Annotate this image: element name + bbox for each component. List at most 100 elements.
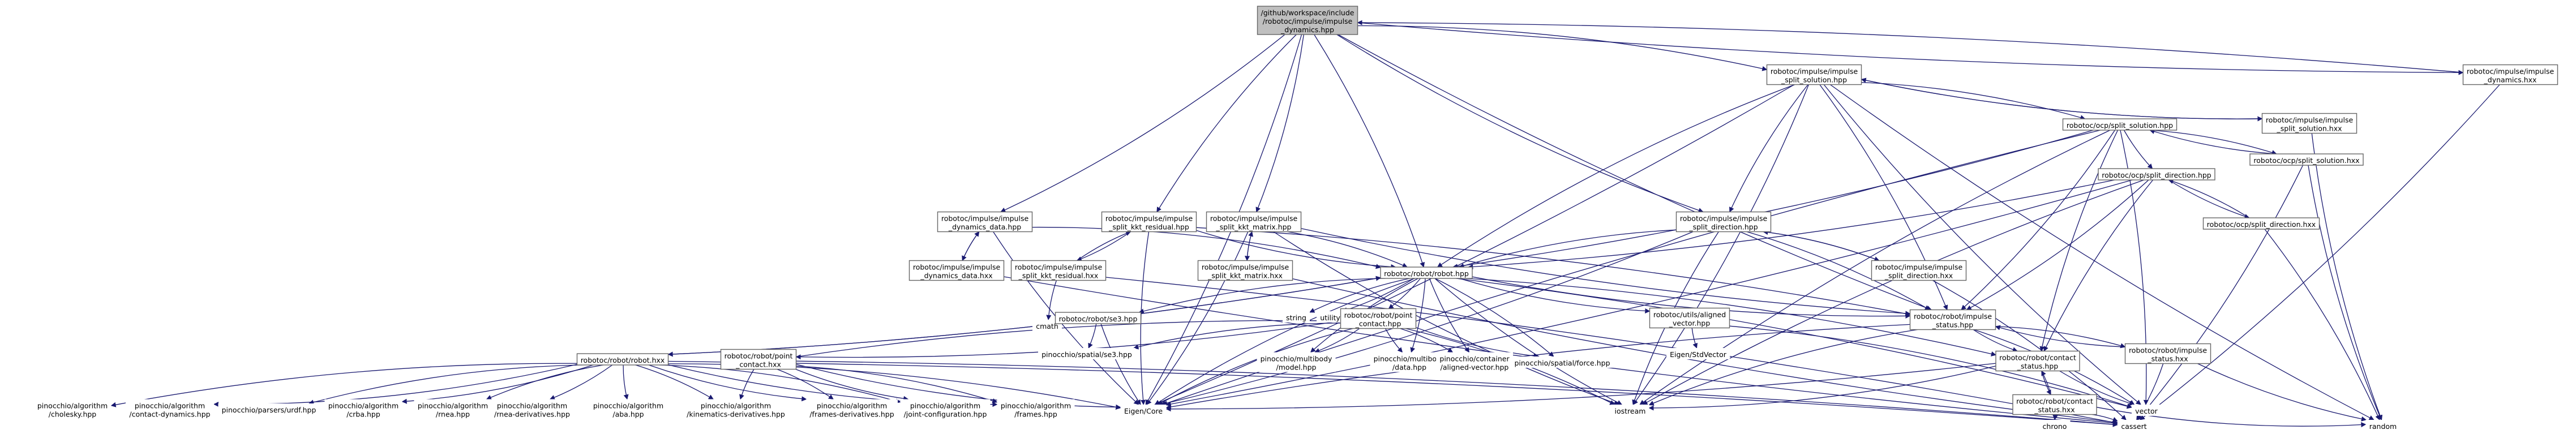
- edge-impulse-status-to-impulse-status-hxx: [1995, 326, 2126, 349]
- edge-impulse-status-to-eigen-core: [1165, 324, 1910, 410]
- edge-robot-hxx-to-rnea: [486, 364, 604, 400]
- node-box: [491, 399, 573, 419]
- node-label: robotoc/ocp/split_solution.hpp: [2067, 121, 2173, 130]
- edge-robot-to-contact-status: [1465, 278, 1996, 356]
- edge-ocp-split-solution-to-ocp-split-solution-hxx: [2150, 130, 2277, 155]
- node-kinematics-deriv: pinocchio/algorithm/kinematics-derivativ…: [683, 399, 788, 419]
- node-box: [1283, 311, 1310, 323]
- node-label: /github/workspace/include: [1261, 8, 1355, 17]
- node-label: cassert: [2121, 422, 2146, 431]
- edge-ocp-split-solution-hxx-to-random: [2308, 165, 2382, 420]
- node-box: [1038, 348, 1135, 359]
- node-label: pinocchio/algorithm: [37, 402, 108, 410]
- edge-impulse-status-hxx-to-impulse-status: [1995, 325, 2125, 347]
- edge-point-contact-hxx-to-cassert: [796, 360, 2118, 427]
- node-label: pinocchio/algorithm: [328, 402, 398, 410]
- node-box: [908, 260, 1005, 281]
- edge-robot-to-iostream: [1434, 278, 1623, 405]
- node-box: [900, 399, 991, 419]
- node-impulse-status-hxx[interactable]: robotoc/robot/impulse_status.hxx: [2124, 343, 2211, 364]
- node-dynamics-data-hxx[interactable]: robotoc/impulse/impulse_dynamics_data.hx…: [908, 260, 1005, 281]
- node-box: [1380, 267, 1473, 279]
- node-label: iostream: [1615, 407, 1646, 415]
- node-dynamics-data[interactable]: robotoc/impulse/impulse_dynamics_data.hp…: [937, 211, 1033, 233]
- edge-point-contact-hxx-to-point-contact: [796, 318, 1341, 358]
- node-box: [683, 399, 788, 419]
- node-ocp-split-solution[interactable]: robotoc/ocp/split_solution.hpp: [2062, 118, 2178, 131]
- edge-robot-hxx-to-joint-config: [659, 364, 901, 403]
- node-dynamics-hxx[interactable]: robotoc/impulse/impulse_dynamics.hxx: [2462, 64, 2558, 85]
- node-root[interactable]: /github/workspace/include/robotoc/impuls…: [1257, 6, 1358, 35]
- node-rnea-deriv: pinocchio/algorithm/rnea-derivatives.hpp: [491, 399, 573, 419]
- node-label: _split_kkt_matrix.hpp: [1216, 223, 1292, 231]
- node-impulse-status[interactable]: robotoc/robot/impulse_status.hpp: [1909, 309, 1996, 330]
- node-kkt-matrix[interactable]: robotoc/impulse/impulse_split_kkt_matrix…: [1206, 211, 1302, 233]
- node-label: /rnea.hpp: [436, 410, 470, 419]
- edge-root-to-split-solution: [1357, 25, 1768, 71]
- node-ocp-split-direction[interactable]: robotoc/ocp/split_direction.hpp: [2098, 168, 2215, 181]
- node-kkt-residual[interactable]: robotoc/impulse/impulse_split_kkt_residu…: [1101, 211, 1197, 233]
- edge-robot-hxx-to-rnea-deriv: [549, 364, 613, 400]
- node-label: pinocchio/multibody: [1374, 355, 1446, 363]
- node-se3[interactable]: robotoc/robot/se3.hpp: [1055, 312, 1142, 324]
- node-ocp-split-direction-hxx[interactable]: robotoc/ocp/split_direction.hxx: [2202, 217, 2320, 230]
- edge-split-solution-to-eigen-core: [1154, 84, 1795, 405]
- node-label: robotoc/utils/aligned: [1653, 311, 1726, 319]
- node-label: _split_kkt_residual.hpp: [1108, 223, 1189, 231]
- node-split-solution-hxx[interactable]: robotoc/impulse/impulse_split_solution.h…: [2261, 113, 2358, 134]
- node-label: pinocchio/algorithm: [497, 402, 567, 410]
- node-box: [576, 353, 669, 366]
- edge-robot-hxx-to-frames-deriv: [648, 364, 807, 402]
- node-contact-status[interactable]: robotoc/robot/contact_status.hpp: [1995, 350, 2080, 372]
- edge-split-solution-to-split-direction: [1729, 84, 1808, 213]
- edge-split-solution-to-robot: [1437, 84, 1795, 268]
- node-point-contact[interactable]: robotoc/robot/point_contact.hpp: [1340, 308, 1417, 329]
- node-label: _status.hxx: [2147, 355, 2188, 363]
- node-box: [1666, 348, 1730, 359]
- node-label: _dynamics.hpp: [1280, 25, 1334, 34]
- node-label: robotoc/impulse/impulse: [941, 214, 1029, 223]
- edge-root-to-kkt-matrix: [1255, 34, 1304, 213]
- edge-split-direction-to-robot: [1459, 229, 1677, 269]
- node-kkt-residual-hxx[interactable]: robotoc/impulse/impulse_split_kkt_residu…: [1010, 260, 1107, 281]
- node-aligned-vector[interactable]: robotoc/utils/aligned_vector.hpp: [1649, 307, 1730, 329]
- edge-robot-hxx-to-cassert: [668, 360, 2118, 427]
- edge-split-direction-hxx-to-split-direction: [1763, 230, 1880, 261]
- node-label: /aligned-vector.hpp: [1441, 363, 1509, 372]
- node-box: [2098, 168, 2215, 181]
- node-robot[interactable]: robotoc/robot/robot.hpp: [1380, 267, 1473, 279]
- node-frames-deriv: pinocchio/algorithm/frames-derivatives.h…: [806, 399, 898, 419]
- node-ocp-split-solution-hxx[interactable]: robotoc/ocp/split_solution.hxx: [2249, 153, 2364, 166]
- node-label: /frames.hpp: [1014, 410, 1057, 419]
- node-box: [1370, 352, 1449, 372]
- node-box: [1995, 350, 2080, 372]
- node-contact-dynamics: pinocchio/algorithm/contact-dynamics.hpp: [126, 399, 214, 419]
- edge-robot-to-string: [1309, 278, 1410, 313]
- node-kkt-matrix-hxx[interactable]: robotoc/impulse/impulse_split_kkt_matrix…: [1197, 260, 1293, 281]
- node-label: utility: [1320, 313, 1340, 322]
- edge-point-contact-to-multibody-data: [1385, 328, 1403, 353]
- node-box: [1010, 260, 1107, 281]
- node-label: /data.hpp: [1392, 363, 1426, 372]
- node-split-direction[interactable]: robotoc/impulse/impulse_split_direction.…: [1675, 211, 1772, 233]
- node-label: robotoc/robot/se3.hpp: [1059, 315, 1138, 323]
- edge-ocp-split-solution-hxx-to-ocp-split-solution: [2149, 129, 2277, 154]
- node-box: [33, 399, 112, 419]
- node-label: pinocchio/algorithm: [1001, 402, 1071, 410]
- node-label: robotoc/ocp/split_direction.hpp: [2102, 171, 2211, 179]
- edge-robot-hxx-to-robot: [668, 276, 1381, 355]
- edge-split-solution-hxx-to-split-solution: [1861, 78, 2262, 119]
- node-point-contact-hxx[interactable]: robotoc/robot/point_contact.hxx: [720, 349, 797, 370]
- node-box: [218, 403, 320, 415]
- node-split-direction-hxx[interactable]: robotoc/impulse/impulse_split_direction.…: [1871, 260, 1967, 281]
- node-contact-status-hxx[interactable]: robotoc/robot/contact_status.hxx: [2012, 394, 2097, 415]
- node-robot-hxx[interactable]: robotoc/robot/robot.hxx: [576, 353, 669, 366]
- edge-split-solution-hxx-to-random: [2311, 133, 2382, 420]
- node-aligned-vector-pin: pinocchio/container/aligned-vector.hpp: [1436, 352, 1513, 372]
- edge-contact-status-to-iostream: [1648, 366, 1996, 411]
- node-label: pinocchio/algorithm: [910, 402, 980, 410]
- node-box: [1257, 352, 1336, 372]
- node-label: /frames-derivatives.hpp: [809, 410, 894, 419]
- node-split-solution[interactable]: robotoc/impulse/impulse_split_solution.h…: [1766, 64, 1862, 85]
- edge-ocp-split-direction-to-contact-status: [2043, 179, 2154, 352]
